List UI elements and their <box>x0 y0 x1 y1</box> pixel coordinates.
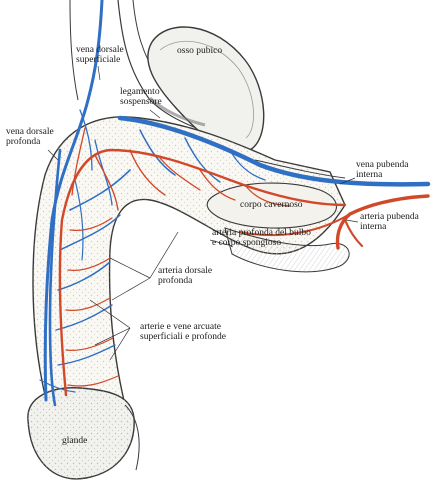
label-line: interna <box>360 222 387 232</box>
arteria-dorsale-profonda-vessel <box>58 148 347 397</box>
label-line: e corpo spongioso <box>212 238 282 248</box>
suspensory-ligament <box>148 96 206 127</box>
leader-lines <box>47 65 359 361</box>
label-line: superficiale <box>76 55 121 65</box>
label-arteria-pubenda-interna: arteria pubenda interna <box>360 212 419 232</box>
arteries <box>58 127 430 397</box>
vena-dorsale-profonda-vessel <box>48 148 62 407</box>
label-line: superficiali e profonde <box>140 332 226 342</box>
label-line: vena pubenda <box>356 160 409 170</box>
label-vena-dorsale-profonda: vena dorsale profonda <box>6 127 54 147</box>
label-line: profonda <box>6 137 41 147</box>
abdominal-wall-outline <box>69 0 79 101</box>
tunica-line <box>254 159 346 179</box>
label-line: vena dorsale <box>6 127 54 137</box>
corpus-cavernosum <box>206 182 337 229</box>
label-line: arteria dorsale <box>158 266 213 276</box>
label-line: interna <box>356 170 383 180</box>
label-line: vena dorsale <box>76 45 124 55</box>
label-line: arteria profonda del bulbo <box>212 228 311 238</box>
label-line: corpo cavernoso <box>240 200 303 210</box>
label-arteria-profonda-bulbo: arteria profonda del bulbo e corpo spong… <box>212 228 311 248</box>
arteria-bulbo-branch <box>343 218 364 248</box>
bulb-corpus-spongiosum <box>224 227 350 273</box>
glans <box>27 387 135 480</box>
label-line: arteria pubenda <box>360 212 419 222</box>
label-line: glande <box>62 436 88 446</box>
label-line: arterie e vene arcuate <box>140 322 221 332</box>
label-line: legamento <box>120 87 160 97</box>
label-legamento-sospensore: legamento sospensore <box>120 87 162 107</box>
arteria-bulbo-vessel <box>239 213 351 237</box>
label-osso-pubico: osso pubico <box>177 46 222 56</box>
label-line: sospensore <box>120 97 162 107</box>
foreskin-outline <box>124 404 140 471</box>
label-line: osso pubico <box>177 46 223 56</box>
label-line: profonda <box>158 276 193 286</box>
label-corpo-cavernoso: corpo cavernoso <box>240 200 303 210</box>
label-glande: glande <box>62 436 87 446</box>
label-arteria-dorsale-profonda: arteria dorsale profonda <box>158 266 212 286</box>
label-vena-pubenda-interna: vena pubenda interna <box>356 160 409 180</box>
label-arterie-vene-arcuate: arterie e vene arcuate superficiali e pr… <box>140 322 226 342</box>
label-vena-dorsale-superficiale: vena dorsale superficiale <box>76 45 124 65</box>
vena-dorsale-superficiale-vessel <box>43 0 104 402</box>
vena-pubenda-interna-vessel <box>117 115 431 187</box>
